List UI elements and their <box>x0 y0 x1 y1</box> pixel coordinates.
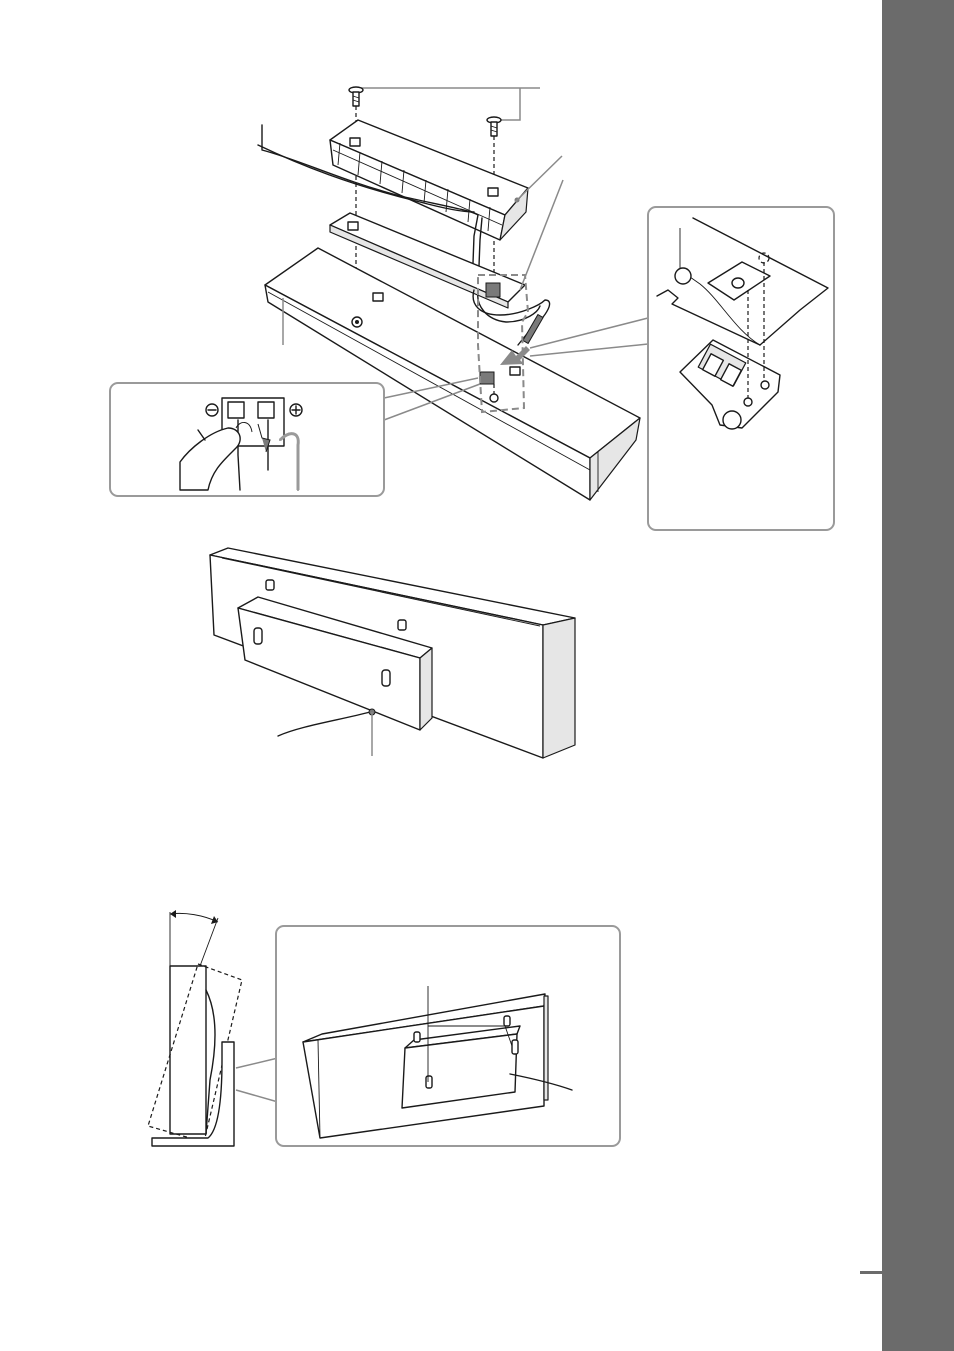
zoom-callout-right <box>648 207 834 530</box>
assembled-rear-view <box>210 548 575 758</box>
leader-stand <box>515 156 562 202</box>
screw-left <box>349 87 363 106</box>
leader-zoom-bottom <box>530 344 648 356</box>
leader-zoom-top <box>530 318 648 348</box>
screw-leader-lines <box>356 88 540 120</box>
zoom-callout-bottom <box>276 926 620 1146</box>
zoom-callout-left <box>110 383 384 496</box>
tilt-angle-view <box>148 910 278 1146</box>
screw-right <box>487 117 501 136</box>
